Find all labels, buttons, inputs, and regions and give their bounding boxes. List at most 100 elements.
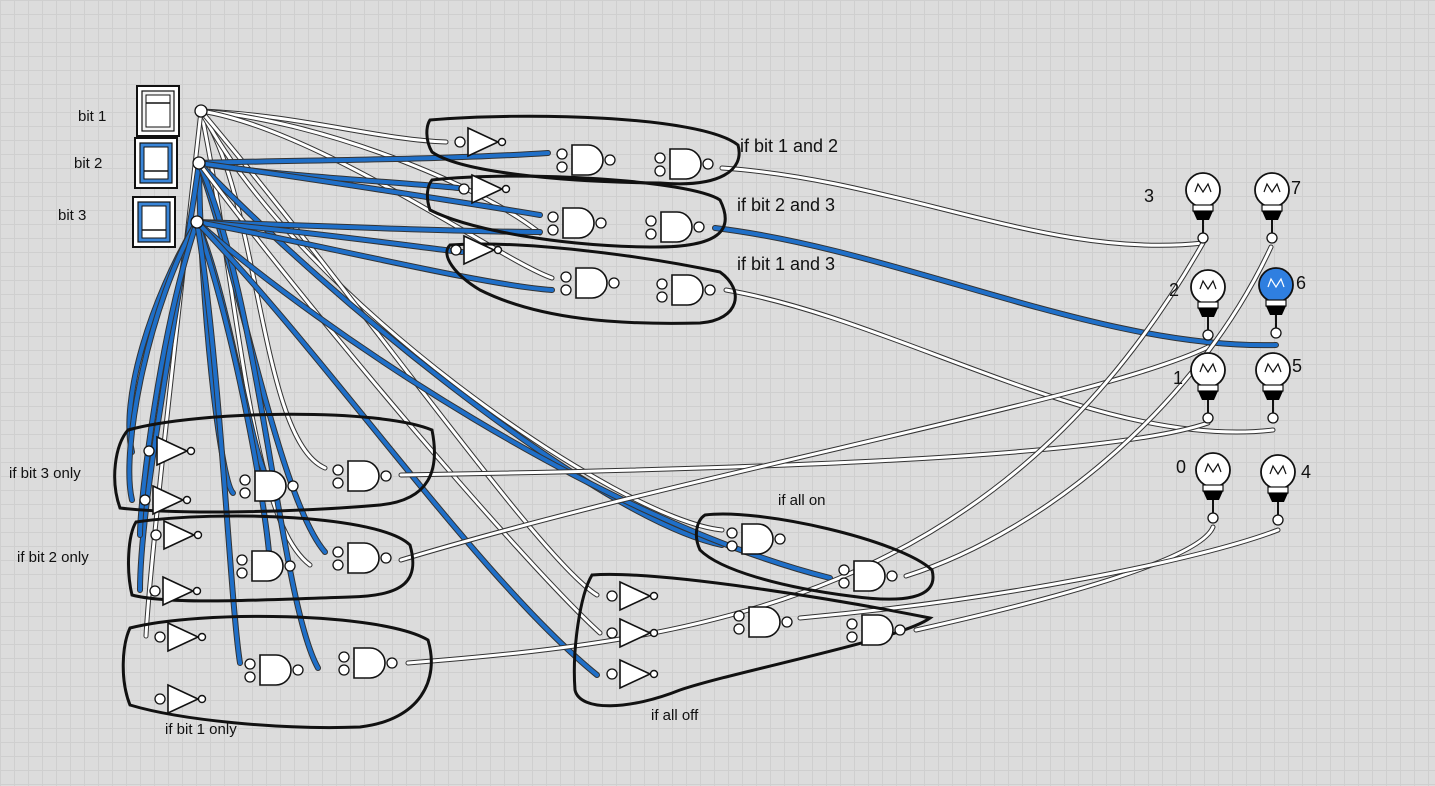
pin <box>645 215 657 227</box>
not-gate <box>163 519 196 551</box>
pin <box>332 559 344 571</box>
wire-on <box>126 219 200 503</box>
and-gate <box>347 460 380 492</box>
pin <box>726 527 738 539</box>
and-gate <box>660 211 693 243</box>
pin <box>547 211 559 223</box>
pin <box>774 533 786 545</box>
not-gate <box>156 435 189 467</box>
output-label-7: 7 <box>1291 178 1302 198</box>
switch-pin <box>192 156 206 170</box>
bulb-pin <box>1202 412 1214 424</box>
not-gate-bubble <box>192 586 202 596</box>
pin <box>139 494 151 506</box>
group-outline <box>425 174 727 249</box>
pin <box>693 221 705 233</box>
and-gate <box>254 470 287 502</box>
switch-bit-1 <box>136 85 208 137</box>
wires-layer <box>126 108 1281 678</box>
wire-on <box>194 219 273 573</box>
pin <box>654 152 666 164</box>
and-gate <box>562 207 595 239</box>
bulb-pin <box>1266 232 1278 244</box>
not-gate <box>167 621 200 653</box>
pin <box>838 564 850 576</box>
wire-off <box>719 165 1206 248</box>
switch-pin <box>194 104 208 118</box>
pin <box>560 284 572 296</box>
wire-on <box>196 160 543 218</box>
wire-on <box>196 150 551 166</box>
switch-bit-3 <box>132 196 204 248</box>
wire-off <box>398 420 1211 478</box>
pin <box>244 658 256 670</box>
pin <box>458 183 470 195</box>
pin <box>332 477 344 489</box>
gates-layer <box>139 126 906 715</box>
bulb-pin <box>1202 329 1214 341</box>
pin <box>150 529 162 541</box>
not-gate <box>162 575 195 607</box>
and-gate <box>861 614 894 646</box>
pin <box>284 560 296 572</box>
group-outline <box>694 512 935 601</box>
pin <box>656 291 668 303</box>
wire-off <box>198 108 313 568</box>
wire-on <box>137 219 200 538</box>
pin <box>386 657 398 669</box>
bulb-0 <box>1195 452 1231 524</box>
pin <box>450 244 462 256</box>
not-gate <box>152 484 185 516</box>
bulb-pin <box>1207 512 1219 524</box>
and-gate <box>347 542 380 574</box>
not-gate-bubble <box>501 184 511 194</box>
pin <box>656 278 668 290</box>
output-label-3: 3 <box>1144 186 1155 206</box>
and-gate <box>671 274 704 306</box>
pin <box>702 158 714 170</box>
wire-on <box>137 160 202 593</box>
bulb-pin <box>1267 412 1279 424</box>
group-outline <box>121 614 433 730</box>
not-gate-bubble <box>649 591 659 601</box>
not-gate-bubble <box>182 495 192 505</box>
and-gate <box>571 144 604 176</box>
pin <box>608 277 620 289</box>
output-label-0: 0 <box>1176 457 1187 477</box>
bulb-2 <box>1190 269 1226 341</box>
pin <box>556 161 568 173</box>
not-gate-bubble <box>186 446 196 456</box>
switch-bit-2 <box>134 137 206 189</box>
switches-layer <box>132 85 208 248</box>
pin <box>236 567 248 579</box>
pin <box>733 623 745 635</box>
pin <box>846 631 858 643</box>
group-outline <box>445 242 737 325</box>
pin <box>149 585 161 597</box>
group-label-bit-3-only: if bit 3 only <box>9 465 81 482</box>
pin <box>704 284 716 296</box>
pin <box>547 224 559 236</box>
group-outline <box>127 514 415 603</box>
input-label-bit-3: bit 3 <box>58 207 87 224</box>
not-gate-bubble <box>493 245 503 255</box>
pin <box>846 618 858 630</box>
wire-off <box>198 108 328 471</box>
and-gate <box>741 523 774 555</box>
and-gate <box>748 606 781 638</box>
bulbs-layer <box>1185 172 1296 526</box>
pin <box>239 487 251 499</box>
pin <box>380 552 392 564</box>
pin <box>292 664 304 676</box>
pin <box>338 651 350 663</box>
pin <box>560 271 572 283</box>
not-gate <box>167 683 200 715</box>
pin <box>726 540 738 552</box>
wire-on <box>194 219 243 666</box>
bulb-pin <box>1270 327 1282 339</box>
pin <box>838 577 850 589</box>
wire-on <box>194 219 555 293</box>
group-outline <box>113 412 436 514</box>
pin <box>886 570 898 582</box>
